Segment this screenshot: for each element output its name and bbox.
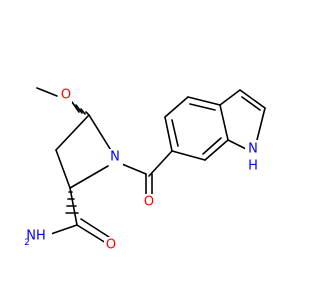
bond-pyr-1 <box>219 89 241 106</box>
bond-carbonyl-indole <box>148 150 173 177</box>
carbonyl-o-label: O <box>144 195 154 210</box>
bond-c3-c4 <box>55 114 90 151</box>
indole-nh: N H <box>245 140 261 174</box>
bond-benz-1b <box>171 119 179 147</box>
amide-nh2: NH 2 <box>22 227 52 248</box>
amide-oxygen: O <box>104 237 118 253</box>
bond-c2-c3 <box>55 149 71 189</box>
bond-benz-5b <box>202 137 222 155</box>
methoxy-o-label: O <box>61 88 71 103</box>
bond-pyr-4 <box>227 139 249 151</box>
ring-nitrogen: N <box>108 149 123 165</box>
amide-subscript-2: 2 <box>24 238 30 248</box>
bond-n1-c2 <box>69 165 109 189</box>
stereo-wedges <box>65 101 89 214</box>
bond-benz-6 <box>171 150 206 161</box>
bond-amide-double-a <box>76 224 107 244</box>
bond-benz-5 <box>204 139 229 161</box>
bond-benz-4 <box>219 104 229 141</box>
hashed-wedge-c4-o <box>71 101 89 115</box>
bond-c4-c5 <box>88 114 113 153</box>
bond-benz-2 <box>164 96 189 118</box>
hashed-wedge-c2-amide <box>65 191 79 214</box>
atom-labels: O N O NH 2 O N H <box>22 87 261 253</box>
indole-n-label: N <box>248 142 258 157</box>
bonds <box>36 87 266 244</box>
methoxy-oxygen: O <box>58 87 72 103</box>
bond-benz-3 <box>187 96 221 106</box>
amide-nh-label: NH <box>26 229 46 244</box>
molecule-structure: O N O NH 2 O N H <box>22 87 266 253</box>
bond-n1-carbonyl-c <box>121 163 147 175</box>
bond-pyr-2 <box>239 89 266 109</box>
bond-amide-double-b <box>80 218 110 238</box>
amide-o-label: O <box>106 238 116 253</box>
carbonyl-oxygen: O <box>142 194 156 210</box>
ring-n-label: N <box>110 150 120 165</box>
bond-pyr-2b <box>241 96 261 111</box>
bond-amide-c-n <box>47 224 78 236</box>
bond-benz-1 <box>164 116 173 152</box>
bond-pyr-3 <box>256 107 266 141</box>
bond-benz-3b <box>189 103 216 111</box>
bond-methyl-o <box>36 87 58 97</box>
indole-h-label: H <box>248 159 258 174</box>
